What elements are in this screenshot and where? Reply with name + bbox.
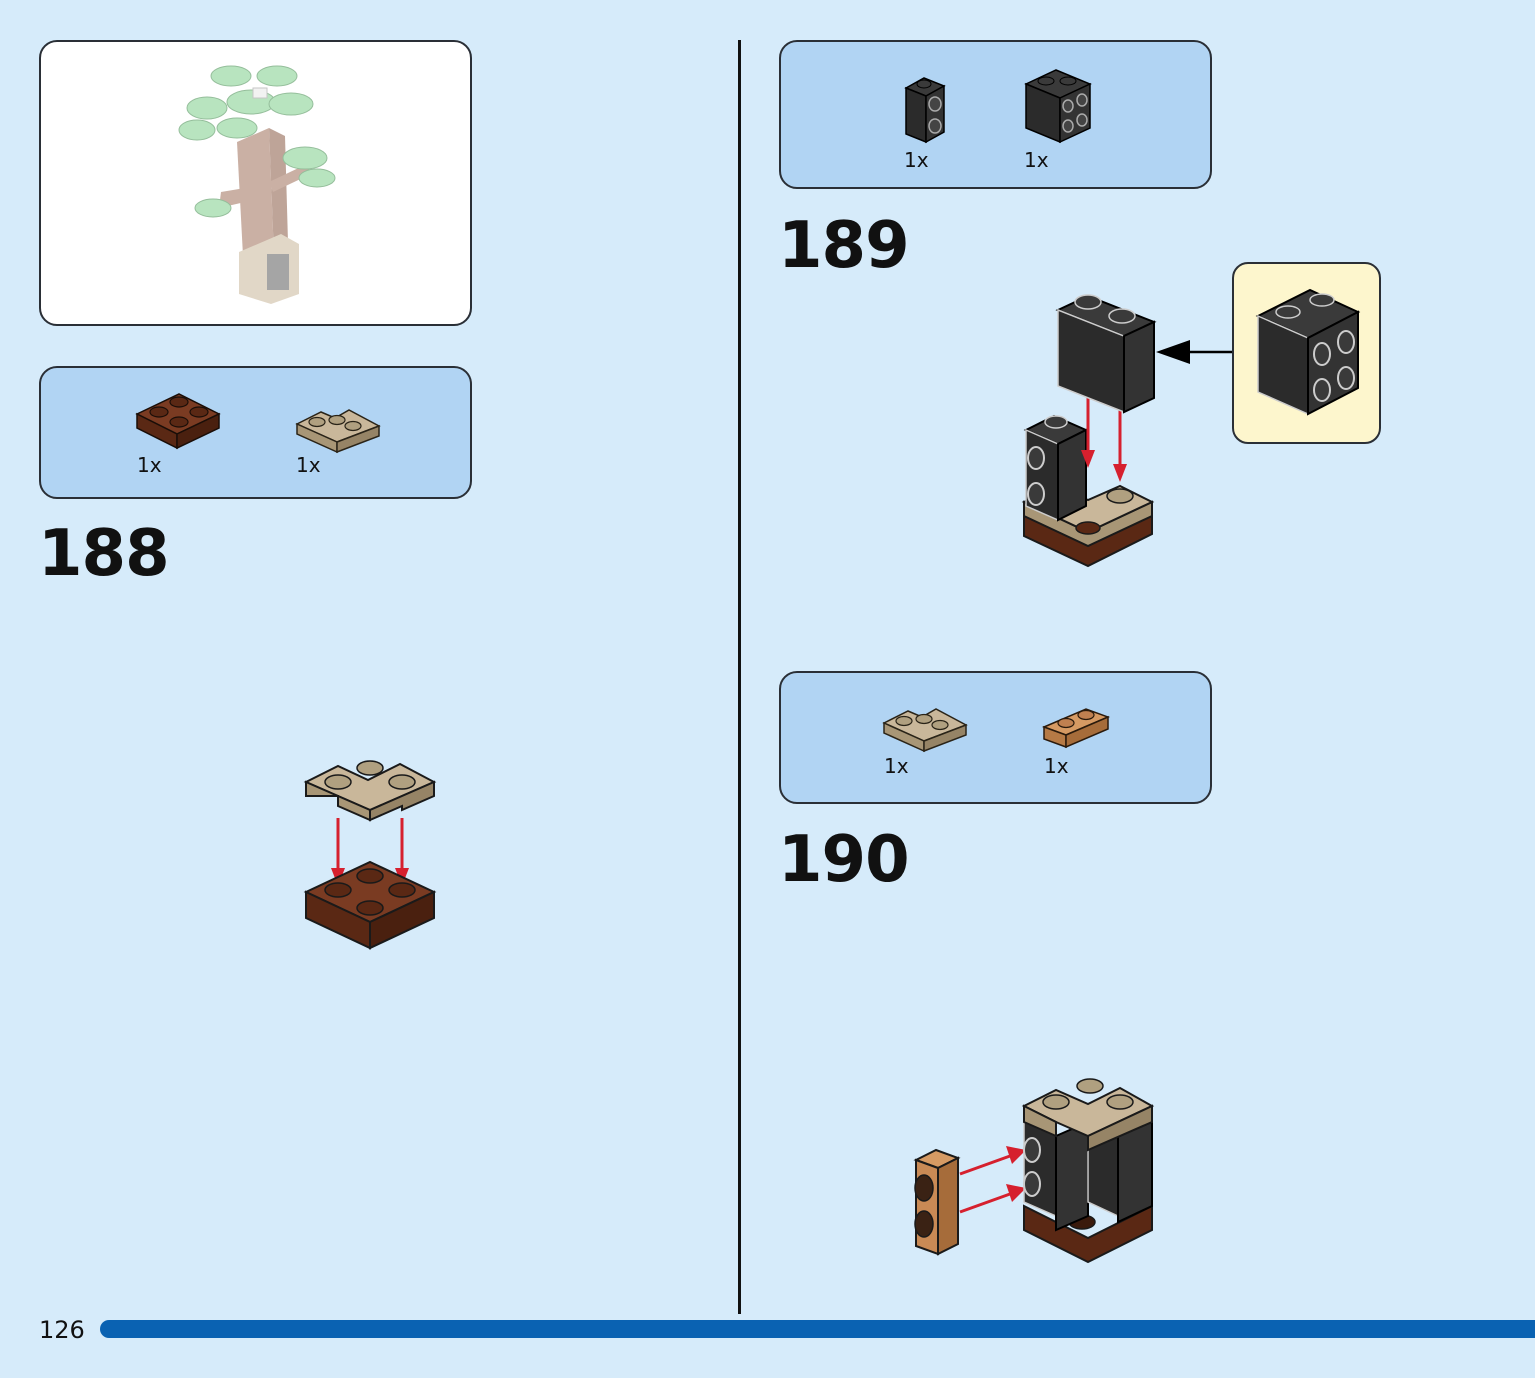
step-188-assembly-illustration xyxy=(303,760,437,950)
parts-list-panel-189: 1x 1x xyxy=(779,40,1212,189)
progress-bar xyxy=(100,1320,1535,1338)
model-preview-panel xyxy=(39,40,472,326)
column-divider xyxy=(738,40,741,1314)
plate-2x2-reddish-brown-icon xyxy=(135,393,221,450)
part-quantity: 1x xyxy=(1024,148,1049,172)
brick-2x2-studs-side-black-icon xyxy=(1255,288,1361,416)
step-number-188: 188 xyxy=(38,517,170,591)
brick-1x2-studs-side-black-icon xyxy=(904,77,946,144)
parts-list-panel-188: 1x 1x xyxy=(39,366,472,499)
step-189-callout xyxy=(1232,262,1381,444)
plate-corner-dark-tan-icon xyxy=(882,708,968,753)
parts-list-panel-190: 1x 1x xyxy=(779,671,1212,804)
tree-model-preview-icon xyxy=(178,65,336,304)
part-quantity: 1x xyxy=(137,453,162,477)
part-quantity: 1x xyxy=(904,148,929,172)
step-number-189: 189 xyxy=(778,209,910,283)
brick-2x2-studs-side-black-icon xyxy=(1024,69,1092,144)
step-190-assembly-illustration xyxy=(913,1078,1155,1264)
part-quantity: 1x xyxy=(1044,754,1069,778)
part-quantity: 1x xyxy=(296,453,321,477)
part-quantity: 1x xyxy=(884,754,909,778)
plate-1x2-medium-nougat-icon xyxy=(1041,708,1111,749)
plate-corner-dark-tan-icon xyxy=(295,409,381,454)
page-number: 126 xyxy=(39,1316,85,1344)
step-number-190: 190 xyxy=(778,823,910,897)
step-189-assembly-illustration xyxy=(1021,294,1234,568)
